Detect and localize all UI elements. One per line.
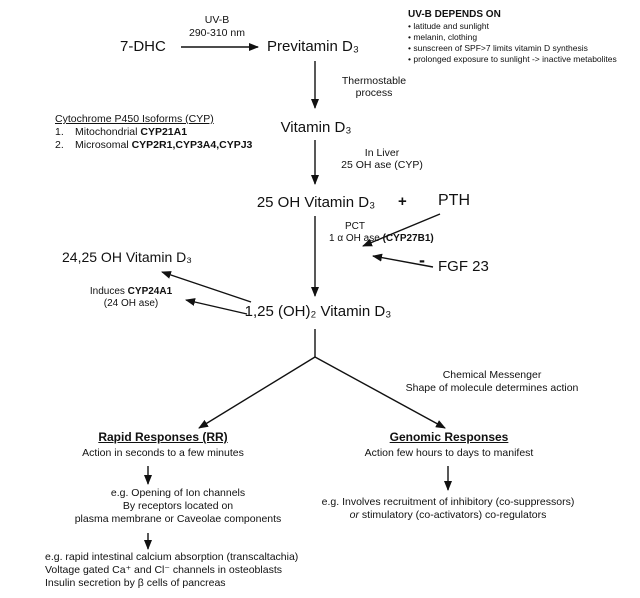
node-fgf23: FGF 23	[438, 258, 489, 275]
node-25oh-vitamin-d3: 25 OH Vitamin D₃	[256, 194, 376, 211]
label-chemical-messenger-line2: Shape of molecule determines action	[405, 382, 579, 394]
label-in-liver-line1: In Liver	[364, 147, 400, 159]
label-1alpha-ohase: 1 α OH ase (CYP27B1)	[329, 233, 434, 245]
cyp-item-2-text: Microsomal	[75, 138, 132, 151]
uvb-depends-box: UV-B DEPENDS ON latitude and sunlight me…	[408, 9, 617, 65]
heading-rapid-responses: Rapid Responses (RR)	[98, 430, 228, 444]
cyp-item-1-gene: CYP21A1	[140, 125, 188, 138]
cyp-isoforms-heading: Cytochrome P450 Isoforms (CYP)	[55, 113, 214, 125]
genomic-line2-rest: stimulatory (co-activators) co-regulator…	[359, 509, 547, 521]
rapid-block1-line3: plasma membrane or Caveolae components	[74, 513, 282, 525]
label-chemical-messenger-line1: Chemical Messenger	[442, 369, 542, 381]
label-thermostable-line1: Thermostable	[341, 75, 407, 87]
rapid-block1-line2: By receptors located on	[122, 500, 234, 512]
rapid-block-ion-channels: e.g. Opening of Ion channels By receptor…	[75, 487, 282, 526]
label-induces-text: Induces	[89, 286, 128, 297]
label-induces-cyp24a1: Induces CYP24A1 (24 OH ase)	[90, 286, 172, 309]
subheading-rapid-responses: Action in seconds to a few minutes	[82, 447, 244, 459]
node-7dhc: 7-DHC	[120, 38, 166, 55]
label-in-liver: In Liver 25 OH ase (CYP)	[341, 147, 423, 171]
label-cyp27b1: (CYP27B1)	[382, 233, 434, 244]
label-uvb: UV-B	[204, 14, 230, 26]
cyp-isoforms-box: Cytochrome P450 Isoforms (CYP) 1. Mitocho…	[55, 113, 252, 151]
label-chemical-messenger: Chemical Messenger Shape of molecule det…	[406, 369, 579, 395]
label-25ohase-line2: 25 OH ase (CYP)	[341, 159, 423, 172]
genomic-block-line2: or stimulatory (co-activators) co-regula…	[322, 509, 575, 522]
arrow-125oh-to-2425oh	[161, 271, 252, 303]
genomic-block-line1: e.g. Involves recruitment of inhibitory …	[321, 496, 575, 508]
uvb-depends-heading: UV-B DEPENDS ON	[408, 9, 501, 20]
uvb-depends-item: melanin, clothing	[408, 32, 617, 43]
subheading-genomic-responses: Action few hours to days to manifest	[364, 447, 534, 459]
genomic-block: e.g. Involves recruitment of inhibitory …	[322, 496, 575, 522]
rapid-block2-line2: Voltage gated Ca⁺ and Cl⁻ channels in os…	[45, 564, 282, 576]
genomic-or-italic: or	[349, 509, 360, 521]
label-thermostable: Thermostable process	[342, 75, 406, 99]
node-2425oh-vitamin-d3: 24,25 OH Vitamin D₃	[62, 249, 192, 265]
cyp-item-1-text: Mitochondrial	[75, 125, 141, 138]
cyp-isoforms-item-2: 2. Microsomal CYP2R1,CYP3A4,CYPJ3	[55, 139, 252, 152]
label-induces-line1: Induces CYP24A1	[90, 286, 172, 298]
cyp-item-1-number: 1.	[55, 125, 64, 138]
label-thermostable-line2: process	[355, 87, 393, 100]
heading-genomic-responses: Genomic Responses	[389, 430, 509, 444]
arrow-pth-to-pathway	[362, 213, 441, 247]
uvb-depends-item: latitude and sunlight	[408, 21, 617, 32]
label-24ohase: (24 OH ase)	[103, 297, 159, 309]
arrow-fgf23-to-pathway	[372, 253, 434, 268]
label-cyp24a1: CYP24A1	[127, 286, 173, 297]
cyp-item-2-genes: CYP2R1,CYP3A4,CYPJ3	[131, 138, 253, 151]
rapid-block1-line1: e.g. Opening of Ion channels	[110, 487, 246, 499]
label-1alpha-ohase-text: 1 α OH ase	[329, 233, 383, 244]
node-pth: PTH	[438, 192, 470, 209]
rapid-block2-line3: Insulin secretion by β cells of pancreas	[45, 577, 226, 589]
label-pct: PCT	[345, 221, 365, 232]
cyp-isoforms-item-1: 1. Mitochondrial CYP21A1	[55, 126, 252, 139]
arrow-branch-to-genomic	[314, 356, 446, 429]
node-previtamin-d3: Previtamin D₃	[267, 38, 359, 55]
label-minus-sign: -	[419, 250, 425, 270]
uvb-depends-item: prolonged exposure to sunlight -> inacti…	[408, 54, 616, 65]
rapid-block-examples: e.g. rapid intestinal calcium absorption…	[45, 551, 298, 590]
arrow-branch-to-rapid	[198, 356, 316, 429]
node-vitamin-d3: Vitamin D₃	[280, 119, 352, 136]
arrow-125oh-to-induces	[185, 298, 248, 315]
uvb-depends-item: sunscreen of SPF>7 limits vitamin D synt…	[408, 43, 617, 54]
label-plus-sign: +	[398, 193, 407, 210]
cyp-item-2-number: 2.	[55, 138, 64, 151]
rapid-block2-line1: e.g. rapid intestinal calcium absorption…	[45, 551, 299, 563]
label-uvb-wavelength: 290-310 nm	[188, 27, 246, 39]
node-125oh2-vitamin-d3: 1,25 (OH)₂ Vitamin D₃	[244, 303, 392, 320]
